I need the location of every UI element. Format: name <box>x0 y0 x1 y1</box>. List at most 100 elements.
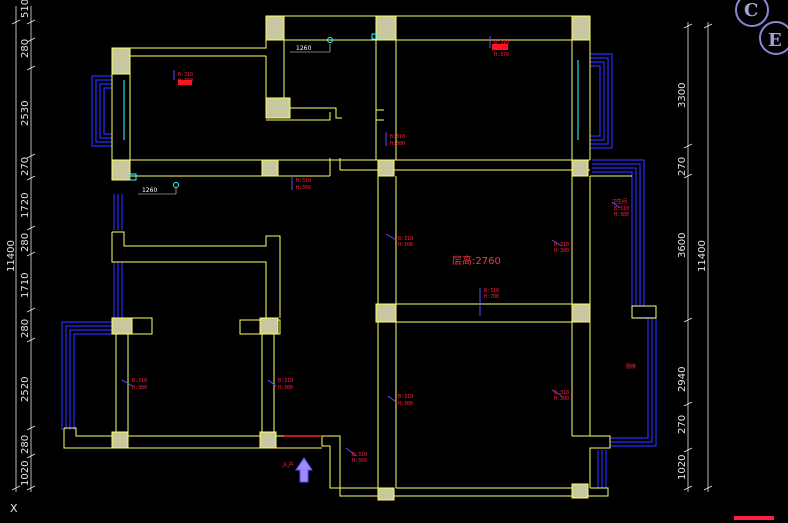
dimension-total: 11400 <box>6 240 17 272</box>
column <box>261 159 279 177</box>
room-height-label: 层高:2760 <box>452 254 501 267</box>
ceiling-tag: B:310 H:370 <box>489 36 509 58</box>
svg-text:B:310: B:310 <box>554 242 569 248</box>
svg-text:H:300: H:300 <box>554 248 569 254</box>
ceiling-tag: B:310 H:300 <box>267 378 293 391</box>
column <box>375 303 397 323</box>
column <box>375 15 397 41</box>
column <box>111 159 131 181</box>
dimension-text: 2530 <box>20 101 31 126</box>
window-left-mid <box>113 194 123 318</box>
svg-text:H:300: H:300 <box>398 242 413 248</box>
column <box>259 317 279 335</box>
ceiling-tag: B:310 H:300 <box>551 239 569 254</box>
svg-text:B:310: B:310 <box>390 134 405 140</box>
columns <box>111 15 591 501</box>
window-left-lower <box>61 321 112 430</box>
svg-text:B:310: B:310 <box>614 206 629 212</box>
window-top-left <box>91 75 112 147</box>
svg-text:H:370: H:370 <box>494 52 509 58</box>
door-jambs <box>123 33 579 181</box>
dimension-text: 3600 <box>677 233 688 258</box>
dimension-text: 280 <box>20 233 31 252</box>
svg-text:B:310: B:310 <box>132 378 147 384</box>
dimension-text: 1020 <box>677 455 688 480</box>
entrance-arrow-icon <box>295 457 313 483</box>
elevation-mark: 1260 <box>142 187 157 194</box>
ceiling-tag: B:310 H:300 <box>611 201 629 218</box>
svg-text:H:300: H:300 <box>296 185 311 191</box>
left-dimension-texts: 510 280 2530 270 1720 280 1710 280 2520 … <box>6 0 31 486</box>
dimension-text: 1710 <box>20 273 31 298</box>
fixture-marker <box>178 80 192 85</box>
column <box>111 431 129 449</box>
dimension-text: 1020 <box>20 461 31 486</box>
watermark-logo: C E <box>735 0 788 55</box>
column <box>571 159 589 177</box>
svg-text:B:310: B:310 <box>352 452 367 458</box>
dimension-text: 270 <box>677 415 688 434</box>
svg-text:B:310: B:310 <box>296 178 311 184</box>
windows <box>61 53 657 488</box>
column <box>377 487 395 501</box>
ceiling-tags: B:310 H:380 B:310 H:370 B:310 H:300 B:31… <box>121 36 629 464</box>
left-dimension-chain <box>11 6 36 492</box>
elevation-markers: 1260 1260 <box>138 37 333 195</box>
dimension-text: 2520 <box>20 377 31 402</box>
cropped-red-text <box>734 516 774 520</box>
svg-text:B:310: B:310 <box>178 72 193 78</box>
dimension-text: 280 <box>20 39 31 58</box>
ceiling-tag: B:310 H:300 <box>121 378 147 391</box>
svg-text:B:310: B:310 <box>278 378 293 384</box>
column <box>111 317 133 335</box>
svg-text:C: C <box>744 0 758 21</box>
dimension-text: 270 <box>677 157 688 176</box>
svg-text:H:300: H:300 <box>614 212 629 218</box>
svg-text:H:300: H:300 <box>352 458 367 464</box>
room-label: 厨房 <box>626 363 636 370</box>
ceiling-tag: B:310 H:300 <box>291 176 311 191</box>
svg-text:H:300: H:300 <box>132 385 147 391</box>
svg-text:E: E <box>768 30 782 51</box>
dimension-text: 2940 <box>677 367 688 392</box>
svg-text:B:310: B:310 <box>398 394 413 400</box>
svg-text:B:310: B:310 <box>494 40 509 46</box>
dimension-total: 11400 <box>697 240 708 272</box>
column <box>265 15 285 41</box>
window-top-right <box>590 53 613 149</box>
svg-text:H:300: H:300 <box>390 141 405 147</box>
dimension-text: 3300 <box>677 83 688 108</box>
axis-x-label: X <box>10 502 18 515</box>
column <box>571 15 591 41</box>
dimension-text: 280 <box>20 435 31 454</box>
window-right-low <box>610 317 657 447</box>
window-right-mid <box>592 159 645 307</box>
ceiling-tag: B:310 H:300 <box>387 394 413 407</box>
svg-text:H:300: H:300 <box>398 401 413 407</box>
ceiling-tag: B:310 H:300 <box>551 389 569 402</box>
fixture-marker <box>492 44 508 50</box>
column <box>571 303 591 323</box>
ceiling-tag: B:310 H:700 <box>479 288 499 316</box>
right-dimension-texts: 3300 270 3600 2940 270 1020 11400 <box>677 83 708 480</box>
ceiling-tag: B:310 H:300 <box>345 447 367 464</box>
column <box>259 431 277 449</box>
entrance-label: 入户 <box>282 461 294 469</box>
dimension-text: 510 <box>20 0 31 18</box>
ceiling-tag: B:310 H:300 <box>385 132 405 147</box>
svg-text:H:300: H:300 <box>278 385 293 391</box>
column <box>377 159 395 177</box>
svg-text:B:310: B:310 <box>398 236 413 242</box>
column <box>265 97 291 119</box>
column <box>571 483 589 499</box>
dimension-text: 1720 <box>20 193 31 218</box>
svg-text:H:700: H:700 <box>484 294 499 300</box>
window-bottom-right <box>597 450 607 488</box>
dimension-text: 280 <box>20 319 31 338</box>
walls <box>63 15 657 497</box>
svg-text:B:310: B:310 <box>554 390 569 396</box>
ceiling-tag: B:310 H:300 <box>385 233 413 248</box>
dimension-text: 270 <box>20 157 31 176</box>
elevation-mark: 1260 <box>296 45 311 52</box>
